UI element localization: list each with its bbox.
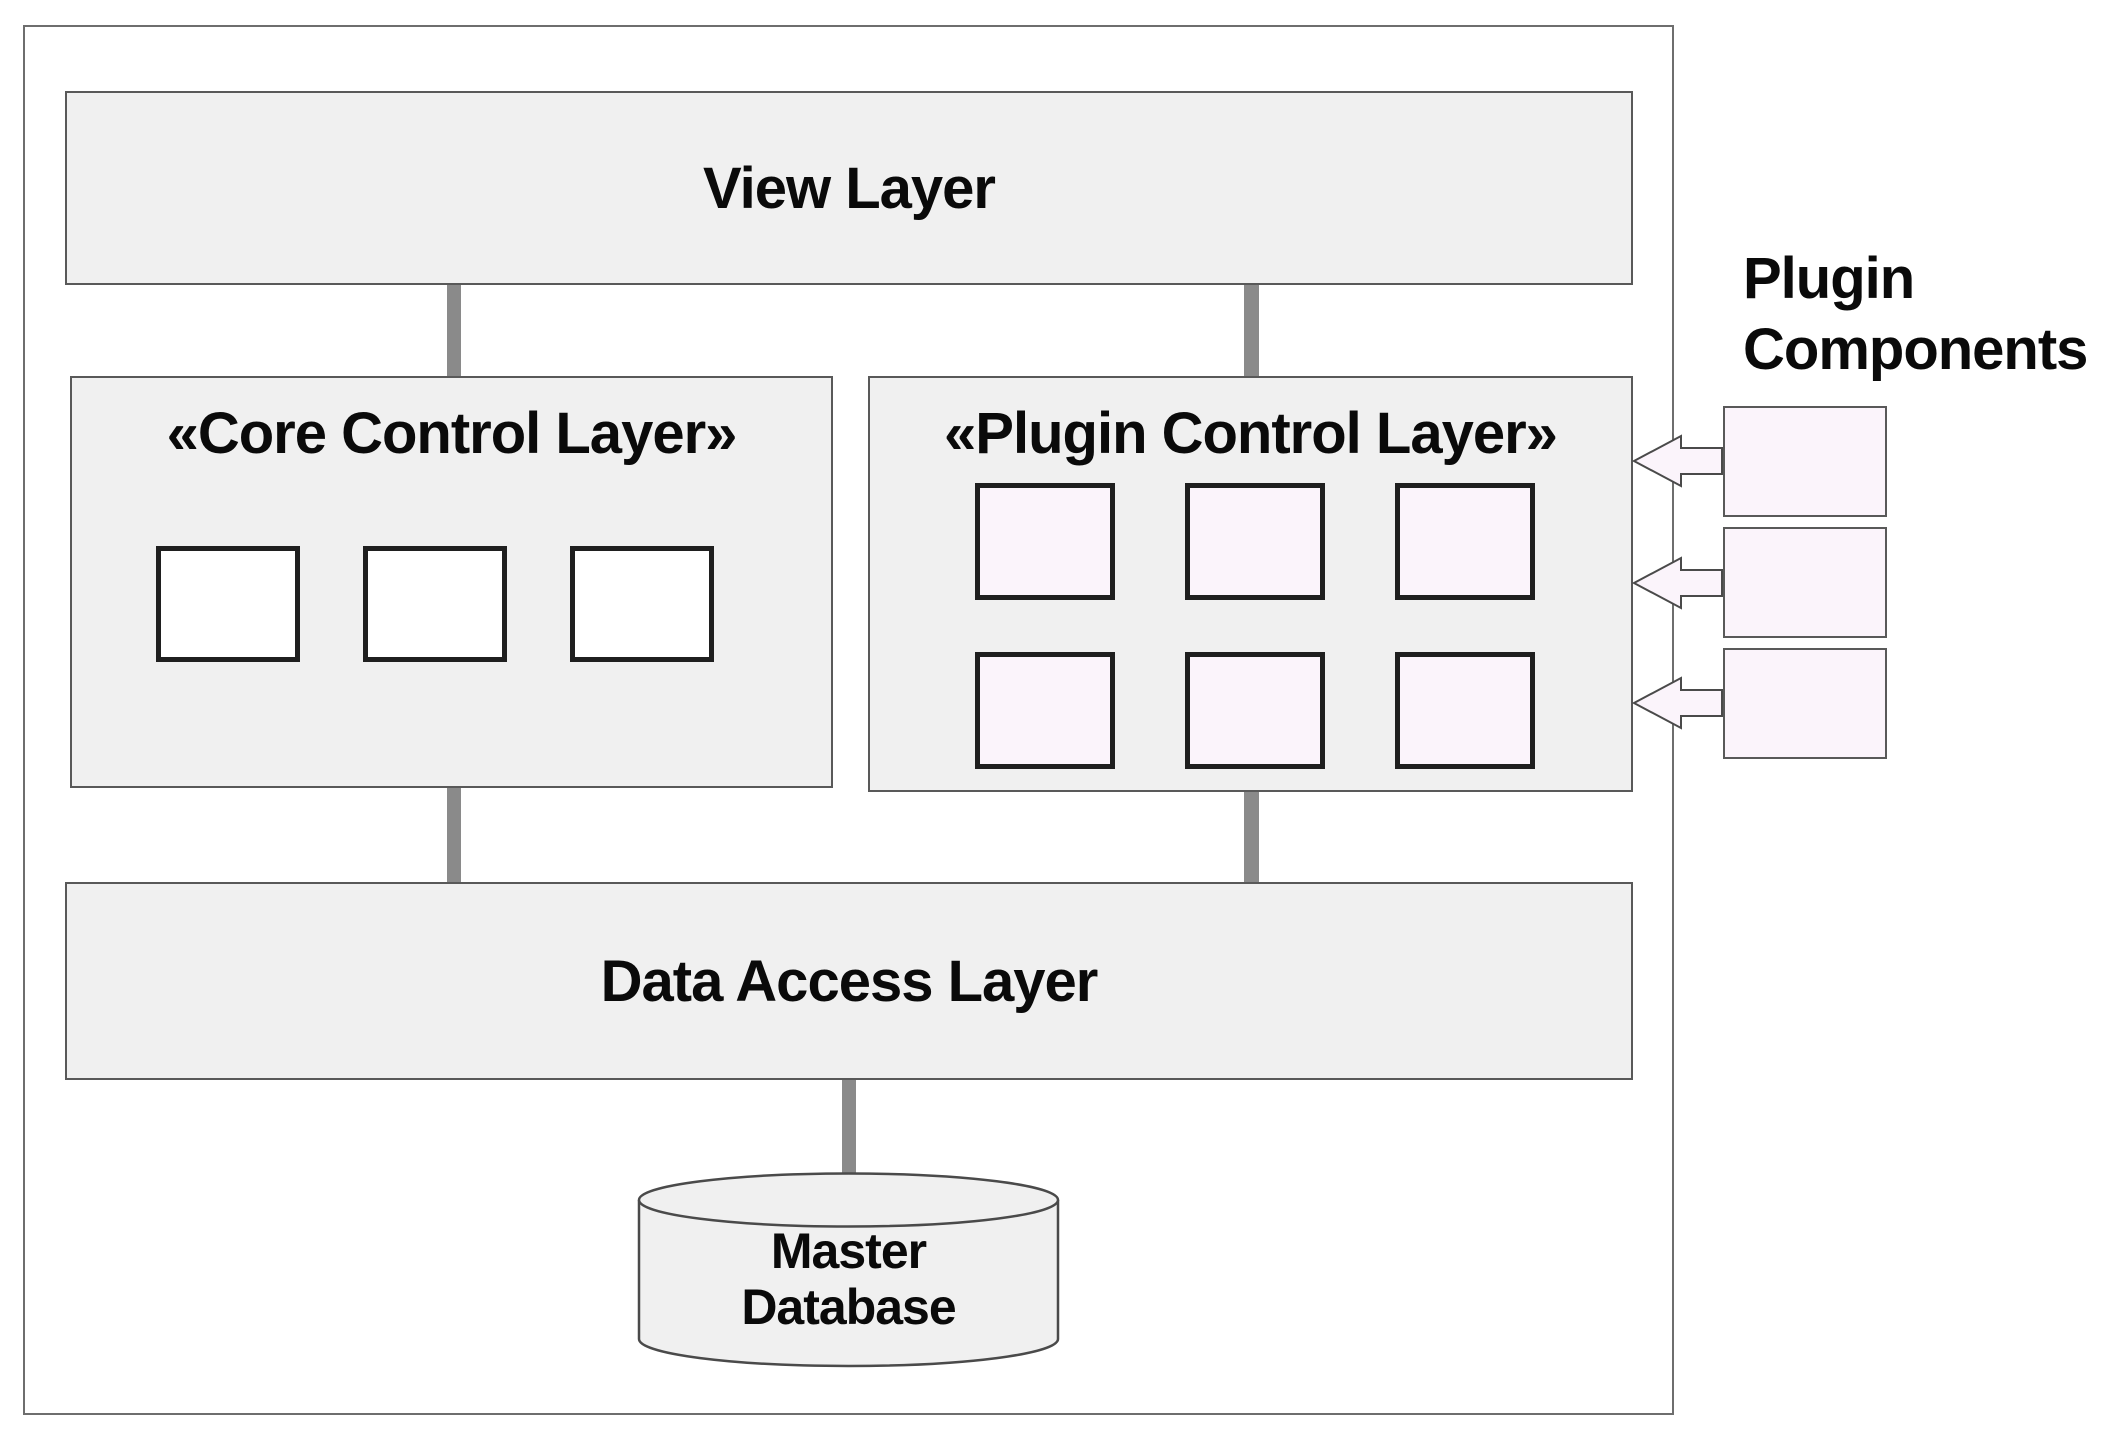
database-cylinder-icon [637, 1172, 1060, 1368]
connector-plugin-to-data [1244, 790, 1259, 883]
master-database-cylinder: Master Database [637, 1172, 1060, 1368]
plugin-slot-square [1395, 652, 1535, 769]
core-control-layer-label: «Core Control Layer» [166, 401, 738, 466]
connector-view-to-core [447, 285, 461, 378]
master-database-label: Master Database [637, 1172, 1060, 1368]
plugin-attach-arrow-icon [1631, 556, 1723, 610]
connector-view-to-plugin [1244, 285, 1259, 378]
view-layer-box: View Layer [65, 91, 1633, 285]
connector-core-to-data [447, 786, 461, 883]
plugin-slots-group [975, 483, 1535, 769]
plugin-component-box [1723, 648, 1887, 759]
plugin-control-layer-label: «Plugin Control Layer» [944, 401, 1558, 466]
core-component-square [363, 546, 507, 662]
master-database-label-line2: Database [741, 1279, 956, 1335]
view-layer-label: View Layer [702, 155, 996, 221]
plugin-slot-square [1395, 483, 1535, 600]
core-components-group [156, 546, 714, 662]
master-database-label-line1: Master [770, 1223, 927, 1279]
plugin-slot-square [1185, 483, 1325, 600]
plugin-attach-arrow-icon [1631, 676, 1723, 730]
plugin-components-caption-line1: Plugin [1743, 246, 1915, 311]
plugin-components-caption: Plugin Components [1743, 243, 2088, 385]
plugin-slot-square [975, 483, 1115, 600]
plugin-component-box [1723, 406, 1887, 517]
plugin-slot-square [975, 652, 1115, 769]
core-component-square [156, 546, 300, 662]
connector-data-to-database [842, 1078, 856, 1174]
plugin-attach-arrow-icon [1631, 434, 1723, 488]
plugin-component-boxes-group [1723, 406, 1887, 759]
core-component-square [570, 546, 714, 662]
plugin-component-box [1723, 527, 1887, 638]
plugin-components-caption-line2: Components [1743, 317, 2088, 382]
data-access-layer-box: Data Access Layer [65, 882, 1633, 1080]
plugin-slot-square [1185, 652, 1325, 769]
data-access-layer-label: Data Access Layer [600, 948, 1099, 1014]
